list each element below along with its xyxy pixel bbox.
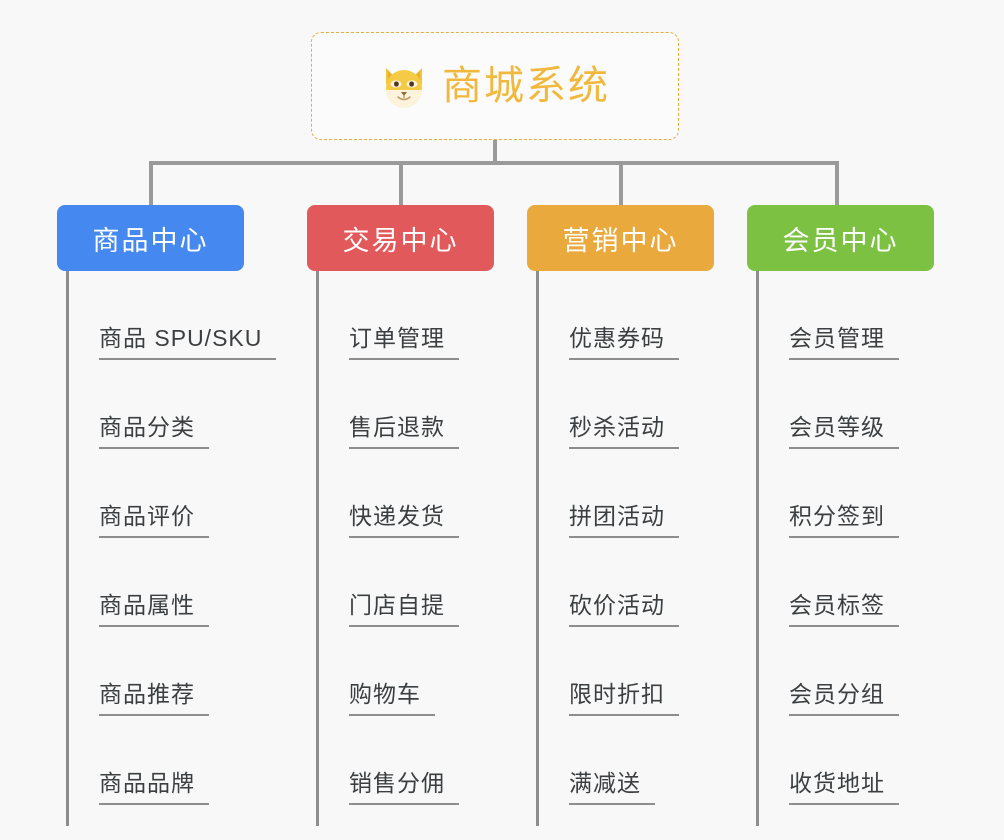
list-item[interactable]: 会员分组 — [747, 627, 934, 716]
connector-horizontal-bus — [149, 161, 839, 165]
connector-drop-1 — [149, 161, 153, 205]
root-title: 商城系统 — [442, 64, 610, 108]
leaf-label: 会员等级 — [789, 414, 899, 449]
branch-header-label: 会员中心 — [782, 225, 899, 256]
list-item[interactable]: 限时折扣 — [527, 627, 714, 716]
list-item[interactable]: 商品属性 — [57, 538, 276, 627]
leaf-label: 商品评价 — [99, 503, 209, 538]
branch-column-trade: 交易中心 订单管理 售后退款 快递发货 门店自提 购物车 销售分佣 — [307, 205, 494, 826]
leaf-label: 商品属性 — [99, 592, 209, 627]
leaf-label: 商品推荐 — [99, 681, 209, 716]
leaf-label: 秒杀活动 — [569, 414, 679, 449]
connector-root-stem — [493, 140, 497, 164]
connector-drop-4 — [835, 161, 839, 205]
list-item[interactable]: 门店自提 — [307, 538, 494, 627]
list-item[interactable]: 购物车 — [307, 627, 494, 716]
list-item[interactable]: 商品 SPU/SKU — [57, 271, 277, 360]
list-item[interactable]: 商品品牌 — [57, 716, 276, 805]
branch-header-member[interactable]: 会员中心 — [747, 205, 934, 271]
branch-header-product[interactable]: 商品中心 — [57, 205, 244, 271]
leaf-label: 限时折扣 — [569, 681, 679, 716]
leaf-label: 购物车 — [349, 681, 435, 716]
branch-column-marketing: 营销中心 优惠券码 秒杀活动 拼团活动 砍价活动 限时折扣 满减送 — [527, 205, 714, 826]
list-item[interactable]: 售后退款 — [307, 360, 494, 449]
branch-column-product: 商品中心 商品 SPU/SKU 商品分类 商品评价 商品属性 商品推荐 商品品牌 — [57, 205, 277, 826]
list-item[interactable]: 会员标签 — [747, 538, 934, 627]
branch-column-member: 会员中心 会员管理 会员等级 积分签到 会员标签 会员分组 收货地址 — [747, 205, 934, 826]
leaf-label: 门店自提 — [349, 592, 459, 627]
branch-trunk-product — [66, 271, 69, 826]
leaf-label: 砍价活动 — [569, 592, 679, 627]
leaf-label: 订单管理 — [349, 325, 459, 360]
list-item[interactable]: 收货地址 — [747, 716, 934, 805]
list-item[interactable]: 秒杀活动 — [527, 360, 714, 449]
leaf-list-product: 商品 SPU/SKU 商品分类 商品评价 商品属性 商品推荐 商品品牌 — [57, 271, 277, 805]
leaf-label: 商品分类 — [99, 414, 209, 449]
branch-header-label: 交易中心 — [342, 225, 459, 256]
list-item[interactable]: 订单管理 — [307, 271, 494, 360]
leaf-label: 积分签到 — [789, 503, 899, 538]
branch-header-label: 商品中心 — [92, 225, 209, 256]
list-item[interactable]: 商品评价 — [57, 449, 276, 538]
list-item[interactable]: 商品分类 — [57, 360, 276, 449]
leaf-label: 会员标签 — [789, 592, 899, 627]
connector-drop-3 — [619, 161, 623, 205]
branch-trunk-trade — [316, 271, 319, 826]
leaf-label: 商品品牌 — [99, 770, 209, 805]
list-item[interactable]: 商品推荐 — [57, 627, 276, 716]
leaf-label: 销售分佣 — [349, 770, 459, 805]
leaf-label: 满减送 — [569, 770, 655, 805]
list-item[interactable]: 积分签到 — [747, 449, 934, 538]
list-item[interactable]: 会员管理 — [747, 271, 934, 360]
branch-trunk-member — [756, 271, 759, 826]
leaf-label: 收货地址 — [789, 770, 899, 805]
connector-drop-2 — [399, 161, 403, 205]
leaf-label: 售后退款 — [349, 414, 459, 449]
list-item[interactable]: 快递发货 — [307, 449, 494, 538]
leaf-label: 会员分组 — [789, 681, 899, 716]
branch-header-trade[interactable]: 交易中心 — [307, 205, 494, 271]
leaf-label: 优惠券码 — [569, 325, 679, 360]
branch-trunk-marketing — [536, 271, 539, 826]
branch-header-label: 营销中心 — [562, 225, 679, 256]
leaf-list-trade: 订单管理 售后退款 快递发货 门店自提 购物车 销售分佣 — [307, 271, 494, 805]
shiba-dog-icon — [380, 64, 428, 108]
list-item[interactable]: 拼团活动 — [527, 449, 714, 538]
branch-header-marketing[interactable]: 营销中心 — [527, 205, 714, 271]
leaf-label: 拼团活动 — [569, 503, 679, 538]
leaf-label: 会员管理 — [789, 325, 899, 360]
list-item[interactable]: 销售分佣 — [307, 716, 494, 805]
leaf-label: 商品 SPU/SKU — [99, 325, 277, 360]
list-item[interactable]: 会员等级 — [747, 360, 934, 449]
list-item[interactable]: 满减送 — [527, 716, 714, 805]
list-item[interactable]: 砍价活动 — [527, 538, 714, 627]
leaf-label: 快递发货 — [349, 503, 459, 538]
list-item[interactable]: 优惠券码 — [527, 271, 714, 360]
leaf-list-marketing: 优惠券码 秒杀活动 拼团活动 砍价活动 限时折扣 满减送 — [527, 271, 714, 805]
root-node-shop-system[interactable]: 商城系统 — [311, 32, 679, 140]
leaf-list-member: 会员管理 会员等级 积分签到 会员标签 会员分组 收货地址 — [747, 271, 934, 805]
